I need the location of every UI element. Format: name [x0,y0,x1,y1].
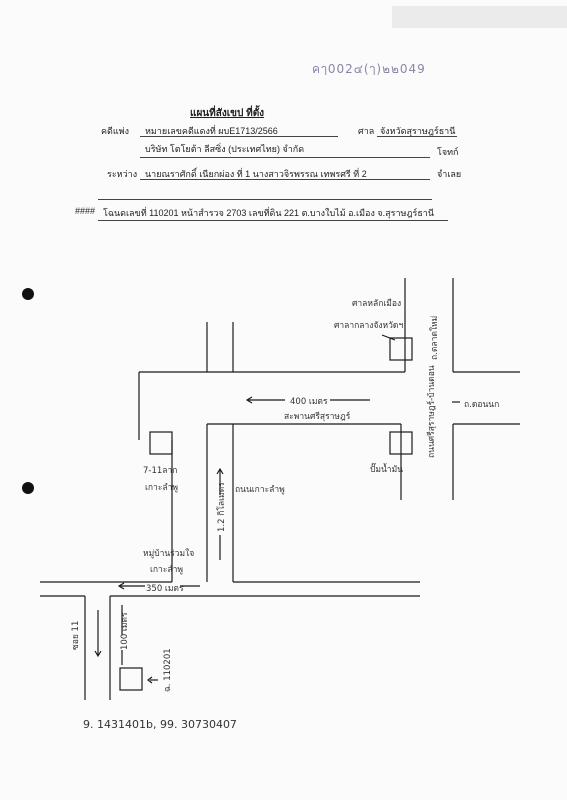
label-soi-11: ซอย 11 [71,620,81,650]
case-value: หมายเลขคดีแดงที่ ผบE1713/2566 [145,126,278,136]
label-road-donnok: ถ.ดอนนก [464,400,500,410]
label-plot: ฉ. 110201 [163,648,173,692]
court-label: ศาล [358,126,375,136]
plaintiff-label: โจทก์ [437,147,459,157]
file-stamp: คๅ002๔(ๅ)๒๒049 [312,62,426,76]
rule [377,136,457,137]
label-distance-100: 100 เมตร [120,612,130,650]
pointer-line [381,334,396,341]
arrow-head [94,650,102,658]
form-title: แผนที่สังเขป ที่ตั้ง [190,108,265,119]
case-label: คดีแพ่ง [101,126,129,136]
building-box [389,431,413,455]
deed-value: โฉนดเลขที่ 110201 หน้าสำรวจ 2703 เลขที่ด… [103,208,435,218]
label-distance-350: 350 เมตร [146,584,184,594]
between-label: ระหว่าง [107,169,138,179]
rule [140,136,338,137]
plot-box [119,667,143,691]
building-box [389,337,413,361]
label-ko-lamphu-road: ถนนเกาะลำพู [235,485,285,495]
label-bridge: สะพานศรีสุราษฎร์ [284,412,351,422]
court-value: จังหวัดสุราษฎร์ธานี [380,126,456,136]
building-box [149,431,173,455]
label-provincial-hall: ศาลากลางจังหวัดฯ [334,321,404,331]
label-village: หมู่บ้านร่วมใจ [143,549,195,559]
rule [98,220,448,221]
label-village-ko: เกาะลำพู [150,565,183,575]
arrow-head [245,396,253,404]
defendant-label: จำเลย [437,169,462,179]
label-road-talad-mai: ถ.ตลาดใหม่ [430,315,440,360]
label-gas-station: ปั๊มน้ำมัน [370,465,403,475]
label-provincial-court: ศาลหลักเมือง [352,299,402,309]
arrow-head [117,582,125,590]
rule [140,157,430,158]
scan-artifact [392,6,567,28]
deed-prefix: #### [75,206,96,216]
label-distance-400: 400 เมตร [290,397,328,407]
rule [140,179,430,180]
punch-hole [22,482,34,494]
punch-hole [22,288,34,300]
plaintiff-value: บริษัท โตโยต้า ลีสซิ่ง (ประเทศไทย) จำกัด [145,144,305,154]
rule [98,199,432,200]
label-distance-1-2km: 1.2 กิโลเมตร [217,482,227,532]
arrow-head [147,676,153,684]
label-seven-eleven: 7-11ลาก [143,466,178,476]
coordinates: 9. 1431401b, 99. 30730407 [83,718,237,731]
label-ko-lamphu: เกาะลำพู [145,483,178,493]
defendant-value: นายณราศักดิ์ เนียกผ่อง ที่ 1 นางสาวจิรพร… [145,169,367,179]
arrow-head [216,467,224,475]
label-yacht-road: ถนนศรีสุราษฎร์-บ้านดอน [427,365,437,458]
